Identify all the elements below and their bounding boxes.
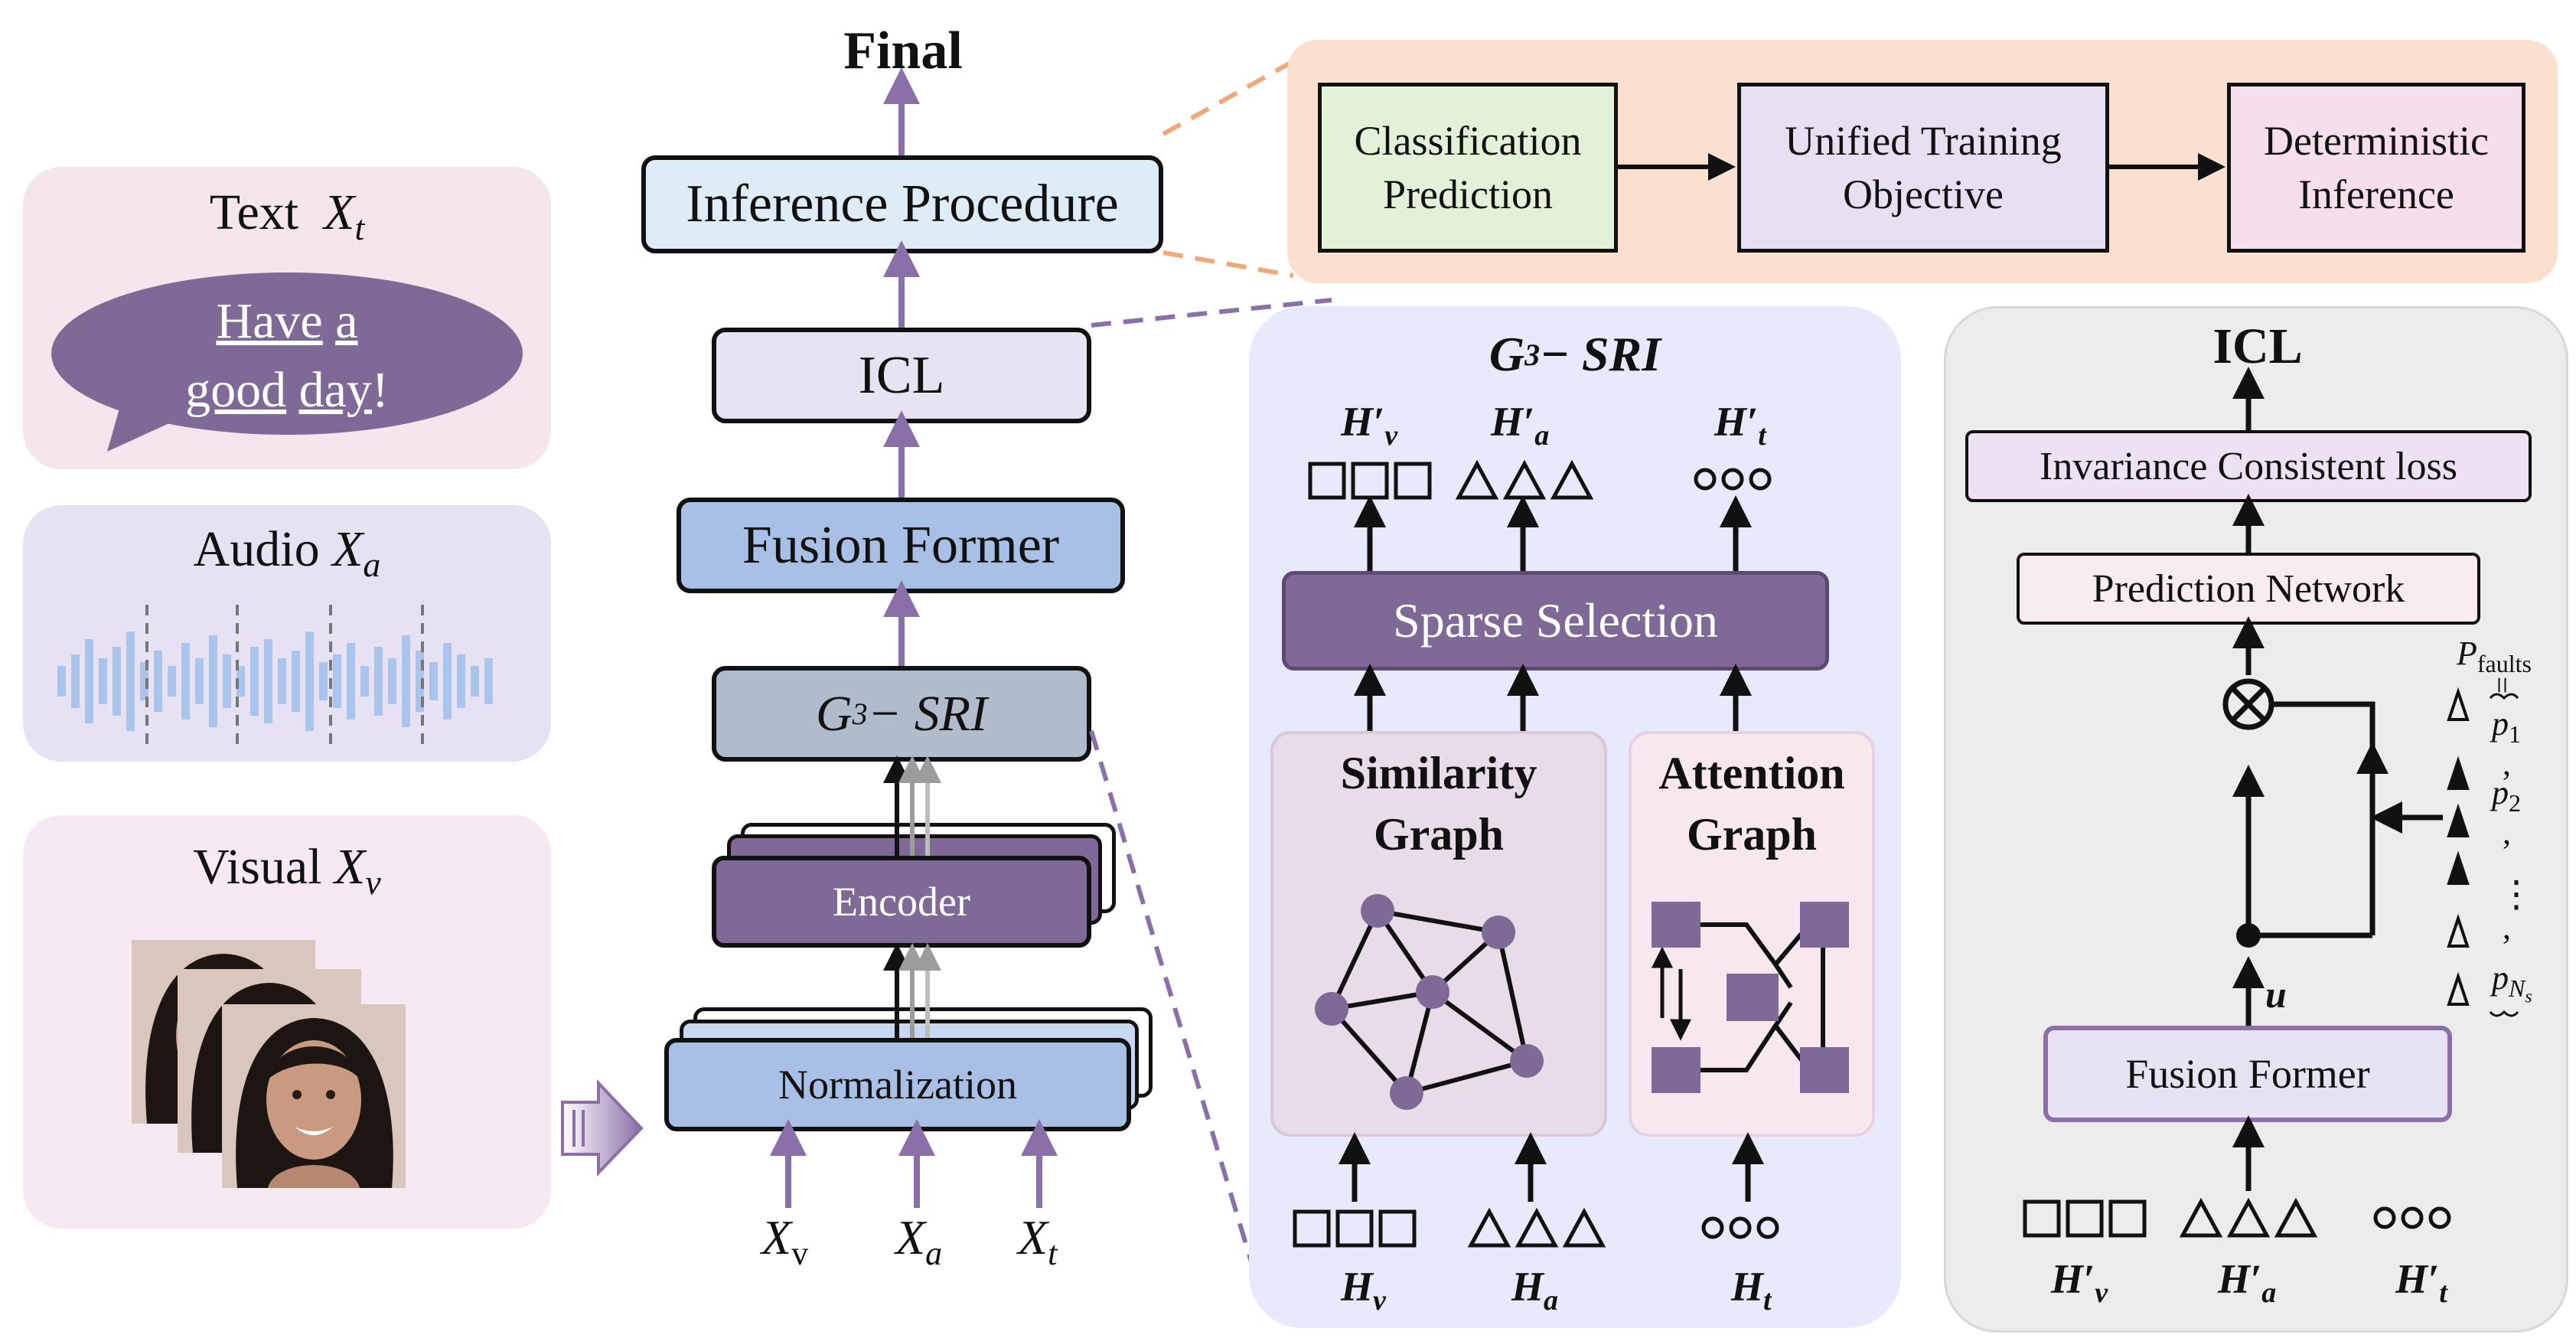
wave-bar bbox=[181, 643, 190, 720]
u-label: u bbox=[2265, 973, 2287, 1016]
visual-input-label: Visual Xv bbox=[193, 839, 381, 902]
wave-bar bbox=[305, 631, 314, 731]
pipeline-input-xv: Xv bbox=[761, 1210, 809, 1272]
icl-in-label-hv: H′v bbox=[2051, 1256, 2108, 1309]
encoder-box: Encoder bbox=[712, 856, 1091, 948]
wave-bar bbox=[154, 651, 162, 712]
wave-bar bbox=[140, 662, 148, 700]
wave-bar bbox=[126, 631, 135, 731]
wave-bar bbox=[236, 666, 245, 697]
wave-bar bbox=[99, 658, 107, 704]
wave-bar bbox=[292, 651, 300, 712]
classification-prediction-box: Classification Prediction bbox=[1318, 83, 1618, 253]
wave-bar bbox=[416, 651, 424, 712]
wave-bar bbox=[209, 635, 217, 727]
wave-bar bbox=[457, 654, 465, 708]
wave-bar bbox=[333, 654, 341, 708]
wave-bar bbox=[443, 643, 452, 720]
normalization-box: Normalization bbox=[664, 1038, 1131, 1131]
speech-text: Have a good day! bbox=[185, 293, 389, 418]
wave-bar bbox=[85, 639, 93, 723]
g3-in-label-ht: Ht bbox=[1731, 1264, 1772, 1317]
pns-label: pNs bbox=[2492, 959, 2532, 1007]
wave-bar bbox=[402, 635, 410, 727]
wave-bar bbox=[264, 639, 272, 723]
wave-bar bbox=[484, 658, 493, 704]
g3-in-label-hv: Hv bbox=[1341, 1264, 1386, 1317]
g3-in-label-ha: Ha bbox=[1511, 1264, 1559, 1317]
text-input-label: Text Xt bbox=[209, 184, 365, 248]
wave-bar bbox=[223, 654, 231, 708]
wave-bar bbox=[71, 654, 80, 708]
icl-in-squares bbox=[2025, 1202, 2144, 1235]
icl-in-label-ht: H′t bbox=[2395, 1256, 2447, 1309]
wave-bar bbox=[347, 643, 355, 720]
audio-input-label: Audio Xa bbox=[193, 521, 381, 585]
vdots: ⋮ bbox=[2498, 874, 2535, 915]
icl-in-label-ha: H′a bbox=[2218, 1256, 2277, 1309]
similarity-graph-box bbox=[1270, 731, 1607, 1137]
invariance-consistent-loss-box: Invariance Consistent loss bbox=[1965, 430, 2532, 502]
comma-2: , bbox=[2503, 814, 2511, 851]
deterministic-inference-box: Deterministic Inference bbox=[2227, 83, 2525, 253]
g3-out-label-ha: H′a bbox=[1491, 399, 1550, 452]
audio-input-panel bbox=[23, 505, 551, 762]
wave-bar bbox=[112, 647, 121, 716]
similarity-graph-label: Similarity Graph bbox=[1340, 748, 1537, 860]
p-faults-label: Pfaults bbox=[2457, 635, 2532, 677]
comma-3: , bbox=[2503, 909, 2511, 946]
wave-bar bbox=[195, 658, 204, 704]
pipeline-input-xt: Xt bbox=[1018, 1210, 1058, 1272]
p1-label: p1 bbox=[2492, 705, 2521, 748]
comma-1: , bbox=[2503, 745, 2511, 782]
sparse-selection-box: Sparse Selection bbox=[1282, 571, 1829, 671]
wave-bar bbox=[360, 666, 369, 697]
icl-in-triangles bbox=[2183, 1202, 2314, 1235]
g3-out-label-hv: H′v bbox=[1341, 399, 1398, 452]
wave-bar bbox=[429, 662, 438, 700]
wave-bar bbox=[388, 658, 396, 704]
unified-training-objective-box: Unified Training Objective bbox=[1737, 83, 2109, 253]
wave-bar bbox=[471, 666, 479, 697]
fusion-former-box: Fusion Former bbox=[677, 498, 1125, 593]
wave-bar bbox=[168, 666, 176, 697]
p2-label: p2 bbox=[2492, 774, 2521, 817]
wave-bar bbox=[319, 662, 328, 700]
wave-bar bbox=[278, 658, 286, 704]
icl-in-circles bbox=[2375, 1209, 2449, 1227]
wave-bar bbox=[374, 647, 383, 716]
attention-graph-label: Attention Graph bbox=[1658, 748, 1845, 860]
g3-out-label-ht: H′t bbox=[1714, 399, 1766, 452]
pipeline-input-xa: Xa bbox=[895, 1210, 943, 1272]
icl-detail-title: ICL bbox=[2212, 318, 2303, 374]
wave-bar bbox=[250, 647, 259, 716]
prediction-network-box: Prediction Network bbox=[2017, 553, 2480, 625]
wave-bar bbox=[57, 666, 66, 697]
icl-fusion-former-box: Fusion Former bbox=[2043, 1026, 2452, 1122]
